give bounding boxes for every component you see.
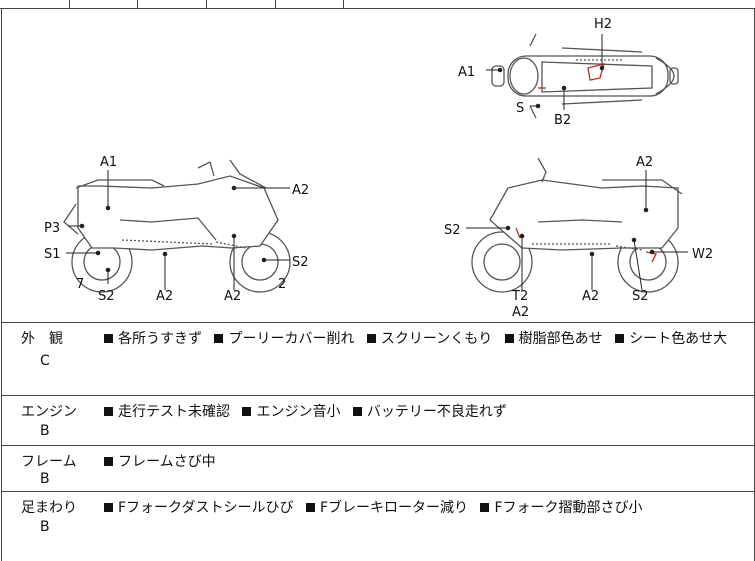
label-left-s2-front: S2 [292,255,309,270]
damage-marks [515,63,658,263]
square-bullet-icon [104,457,113,466]
previous-table-strip [0,0,755,9]
category-label: 外 観 [21,331,63,347]
label-left-s2-rear: S2 [98,289,115,304]
note-item: Fフォーク摺動部さび小 [480,500,643,516]
notes-list: 走行テスト未確認 エンジン音小 バッテリー不良走れず [104,401,515,421]
square-bullet-icon [242,407,252,416]
label-right-a2-floor: A2 [582,289,599,304]
note-item: フレームさび中 [104,454,216,470]
square-bullet-icon [104,407,113,416]
label-top-b2: B2 [554,113,571,128]
row-frame: フレーム B フレームさび中 [2,446,754,492]
square-bullet-icon [352,407,362,416]
label-left-a2-floor: A2 [156,289,173,304]
label-right-a2-lower: A2 [512,305,529,320]
square-bullet-icon [305,503,315,512]
note-item: エンジン音小 [242,404,340,420]
condition-table: 外 観 C 各所うすきず プーリーカバー削れ スクリーンくもり 樹脂部色あせ シ… [1,323,755,561]
category-label: 足まわり [21,500,77,516]
scooter-top-view [491,33,679,119]
square-bullet-icon [615,334,625,343]
note-item: プーリーカバー削れ [214,331,354,347]
grade-value: C [40,353,50,369]
note-item: 各所うすきず [104,331,202,347]
grade-value: B [40,471,50,487]
square-bullet-icon [504,334,514,343]
notes-list: 各所うすきず プーリーカバー削れ スクリーンくもり 樹脂部色あせ シート色あせ大 [104,328,735,348]
scooter-diagram-svg: A1 H2 S B2 A1 A2 P3 S1 7 S2 A2 A2 S2 2 A… [44,17,713,320]
row-exterior: 外 観 C 各所うすきず プーリーカバー削れ スクリーンくもり 樹脂部色あせ シ… [2,323,754,396]
scooter-left-view [63,159,291,293]
category-label: フレーム [21,454,77,470]
label-right-s2-rear: S2 [632,289,649,304]
label-top-a1: A1 [458,65,475,80]
label-top-h2: H2 [594,17,612,32]
grade-value: B [40,519,50,535]
note-item: 樹脂部色あせ [504,331,603,347]
label-right-s2-front: S2 [444,223,461,238]
scooter-right-view [471,157,683,293]
row-suspension: 足まわり B Fフォークダストシールひび Fブレーキローター減り Fフォーク摺動… [2,492,754,561]
square-bullet-icon [214,334,224,343]
label-left-a2-body: A2 [292,183,309,198]
note-item: スクリーンくもり [366,331,492,347]
label-left-s1: S1 [44,247,61,262]
label-top-s: S [516,101,524,116]
notes-list: フレームさび中 [104,451,224,471]
square-bullet-icon [104,334,113,343]
note-item: シート色あせ大 [615,331,727,347]
label-left-7: 7 [76,277,84,292]
label-right-w2: W2 [692,247,713,262]
square-bullet-icon [480,503,490,512]
row-engine: エンジン B 走行テスト未確認 エンジン音小 バッテリー不良走れず [2,396,754,446]
note-item: Fブレーキローター減り [305,500,468,516]
grade-value: B [40,423,50,439]
label-left-a1: A1 [100,155,117,170]
notes-list: Fフォークダストシールひび Fブレーキローター減り Fフォーク摺動部さび小 [104,497,651,517]
damage-diagram: A1 H2 S B2 A1 A2 P3 S1 7 S2 A2 A2 S2 2 A… [1,8,755,323]
label-right-t2: T2 [511,289,528,304]
label-left-a2-front: A2 [224,289,241,304]
category-label: エンジン [21,404,77,420]
label-right-a2-body: A2 [636,155,653,170]
note-item: Fフォークダストシールひび [104,500,294,516]
label-left-p3: P3 [44,221,60,236]
label-left-2: 2 [278,277,286,292]
square-bullet-icon [104,503,113,512]
square-bullet-icon [366,334,376,343]
note-item: バッテリー不良走れず [352,404,507,420]
note-item: 走行テスト未確認 [104,404,230,420]
